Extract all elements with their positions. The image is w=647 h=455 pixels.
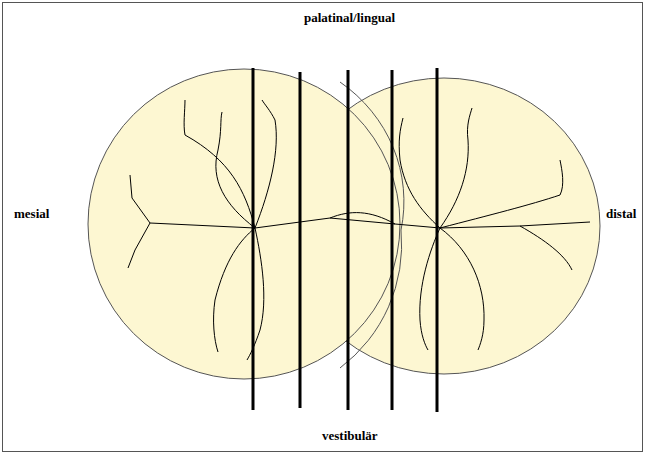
frame bbox=[3, 3, 643, 452]
overlap-outline bbox=[340, 82, 404, 368]
side-label: vestibulär bbox=[322, 428, 378, 444]
side-label: distal bbox=[606, 206, 636, 222]
fissure-lines bbox=[128, 100, 590, 360]
side-label: mesial bbox=[14, 206, 49, 222]
section-lines bbox=[253, 68, 437, 412]
mesial-cusp-outline bbox=[88, 69, 400, 379]
side-label: palatinal/lingual bbox=[304, 10, 395, 26]
